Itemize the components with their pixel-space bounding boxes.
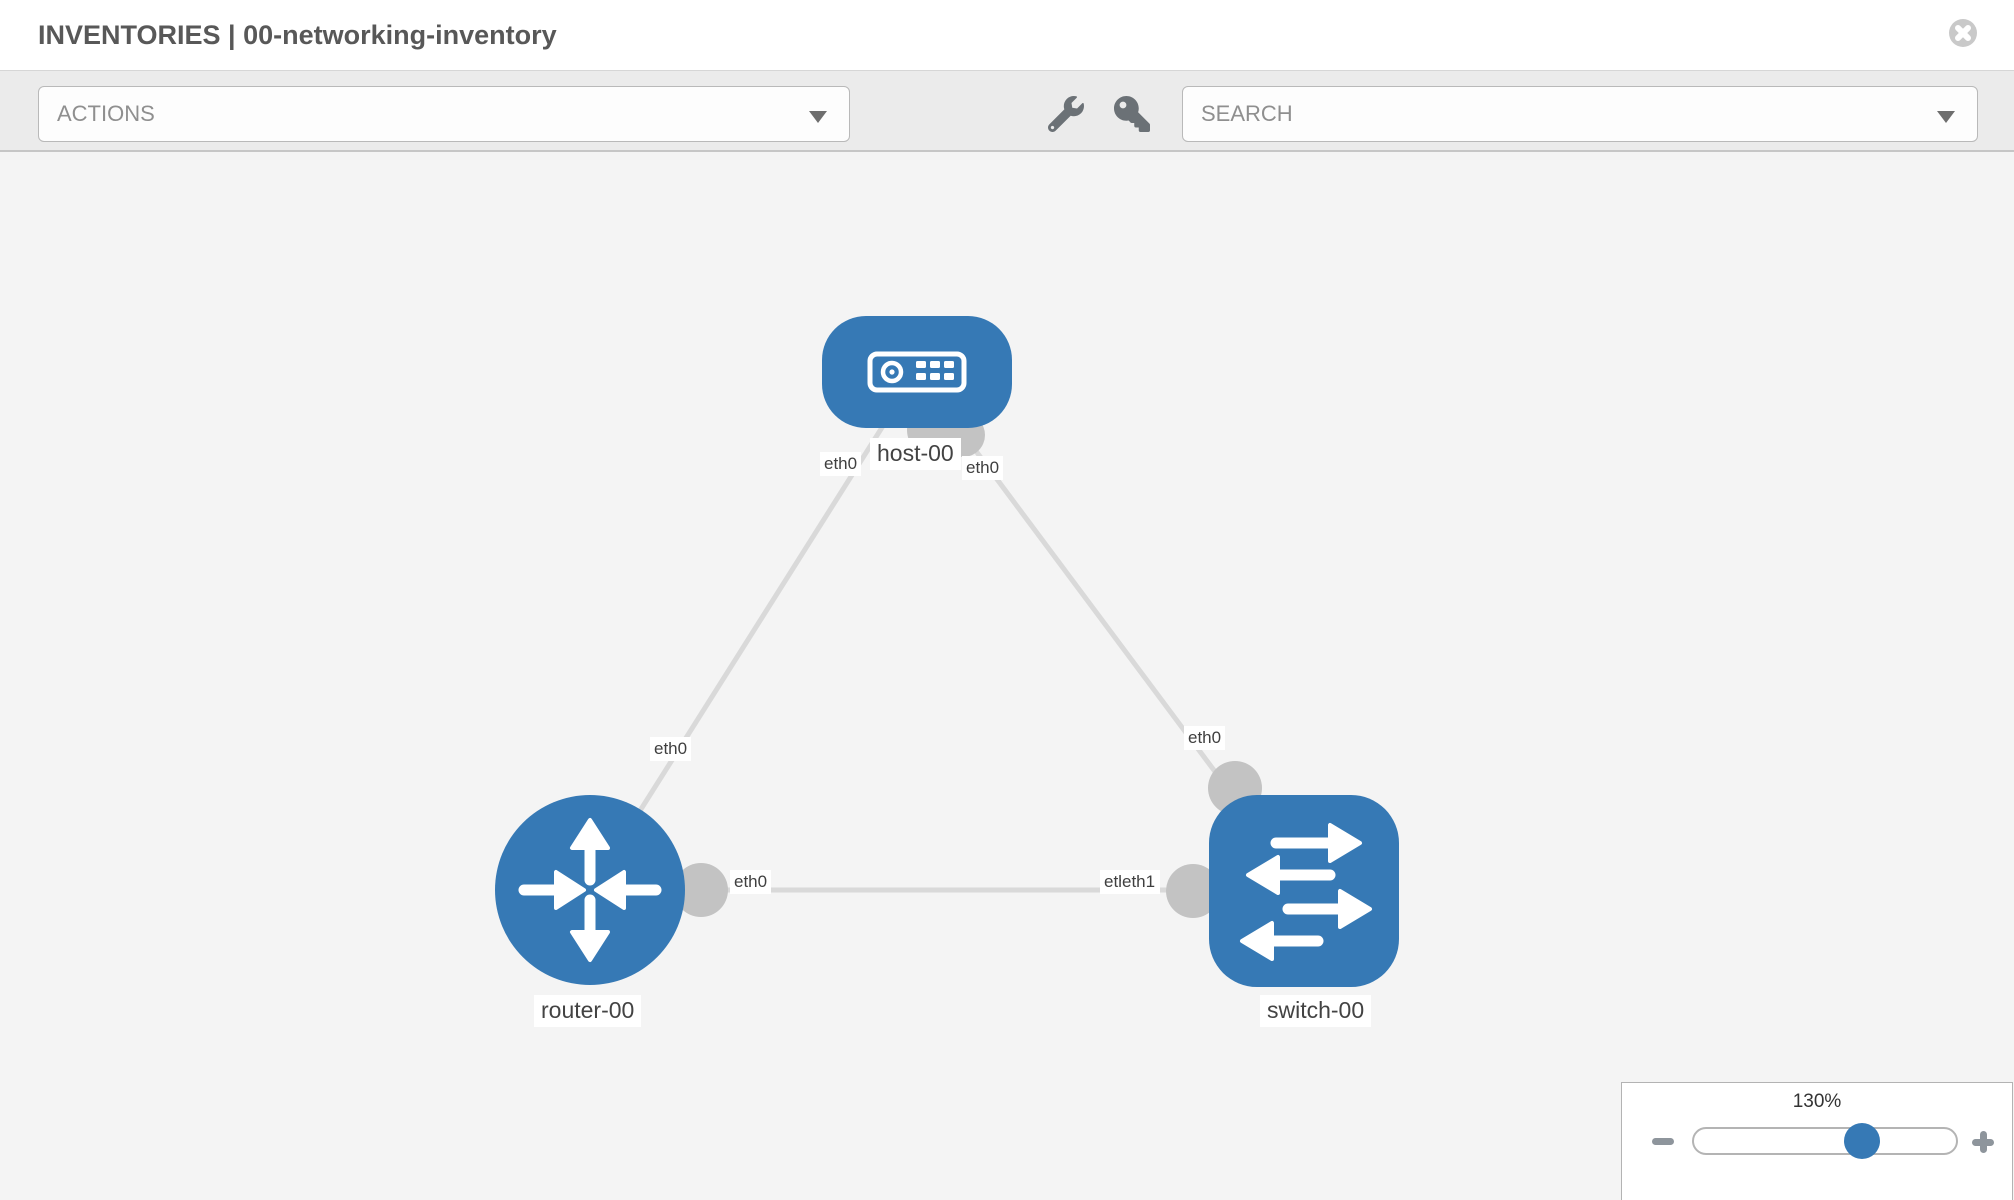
interface-dot (674, 863, 728, 917)
switch-icon (1240, 823, 1372, 961)
close-icon (1949, 19, 1977, 47)
interface-connectors (674, 404, 1262, 918)
topology-canvas[interactable]: eth0 host-00 eth0 eth0 eth0 eth0 eth0 et… (0, 152, 2014, 1200)
router-icon (518, 818, 662, 962)
header-bar: INVENTORIES | 00-networking-inventory (0, 0, 2014, 71)
zoom-out-button[interactable] (1652, 1138, 1674, 1145)
plus-icon (1979, 1131, 1987, 1153)
port-label: eth0 (962, 456, 1004, 480)
credentials-button[interactable] (1114, 96, 1150, 132)
chevron-down-icon (809, 111, 827, 123)
search-dropdown-label: SEARCH (1201, 101, 1293, 126)
interface-dot (1166, 864, 1220, 918)
port-label-overlapped: eth0 eth1 (1100, 870, 1161, 894)
zoom-level-value: 130% (1792, 1091, 1842, 1112)
chevron-down-icon (1937, 111, 1955, 123)
port-label: eth0 (730, 870, 772, 894)
node-label-router: router-00 (534, 995, 642, 1027)
zoom-control-panel: 130% (1621, 1082, 2013, 1200)
key-icon (1114, 96, 1150, 132)
actions-dropdown[interactable]: ACTIONS (38, 86, 850, 142)
actions-dropdown-label: ACTIONS (57, 101, 155, 126)
toolbar: ACTIONS SEARCH (0, 71, 2014, 152)
zoom-slider-track[interactable] (1692, 1127, 1958, 1155)
search-dropdown[interactable]: SEARCH (1182, 86, 1978, 142)
host-icon (867, 351, 967, 393)
port-label: eth0 (1184, 726, 1226, 750)
wrench-icon (1047, 96, 1084, 133)
link-host-router[interactable] (587, 370, 920, 892)
port-label: eth0 (650, 737, 692, 761)
page-title: INVENTORIES | 00-networking-inventory (38, 20, 557, 50)
close-button[interactable] (1948, 18, 1978, 48)
port-label-behind: eth0 (1100, 870, 1123, 894)
node-switch-00[interactable] (1209, 795, 1399, 987)
configure-tools-button[interactable] (1047, 96, 1084, 133)
zoom-slider-thumb[interactable] (1844, 1123, 1880, 1159)
node-label-host: host-00 (870, 438, 961, 470)
node-label-switch: switch-00 (1260, 995, 1372, 1027)
port-label: eth0 (820, 452, 862, 476)
zoom-in-button[interactable] (1972, 1131, 1994, 1153)
node-router-00[interactable] (495, 795, 685, 985)
node-host-00[interactable] (822, 316, 1012, 428)
port-label-front: eth1 (1121, 870, 1161, 894)
